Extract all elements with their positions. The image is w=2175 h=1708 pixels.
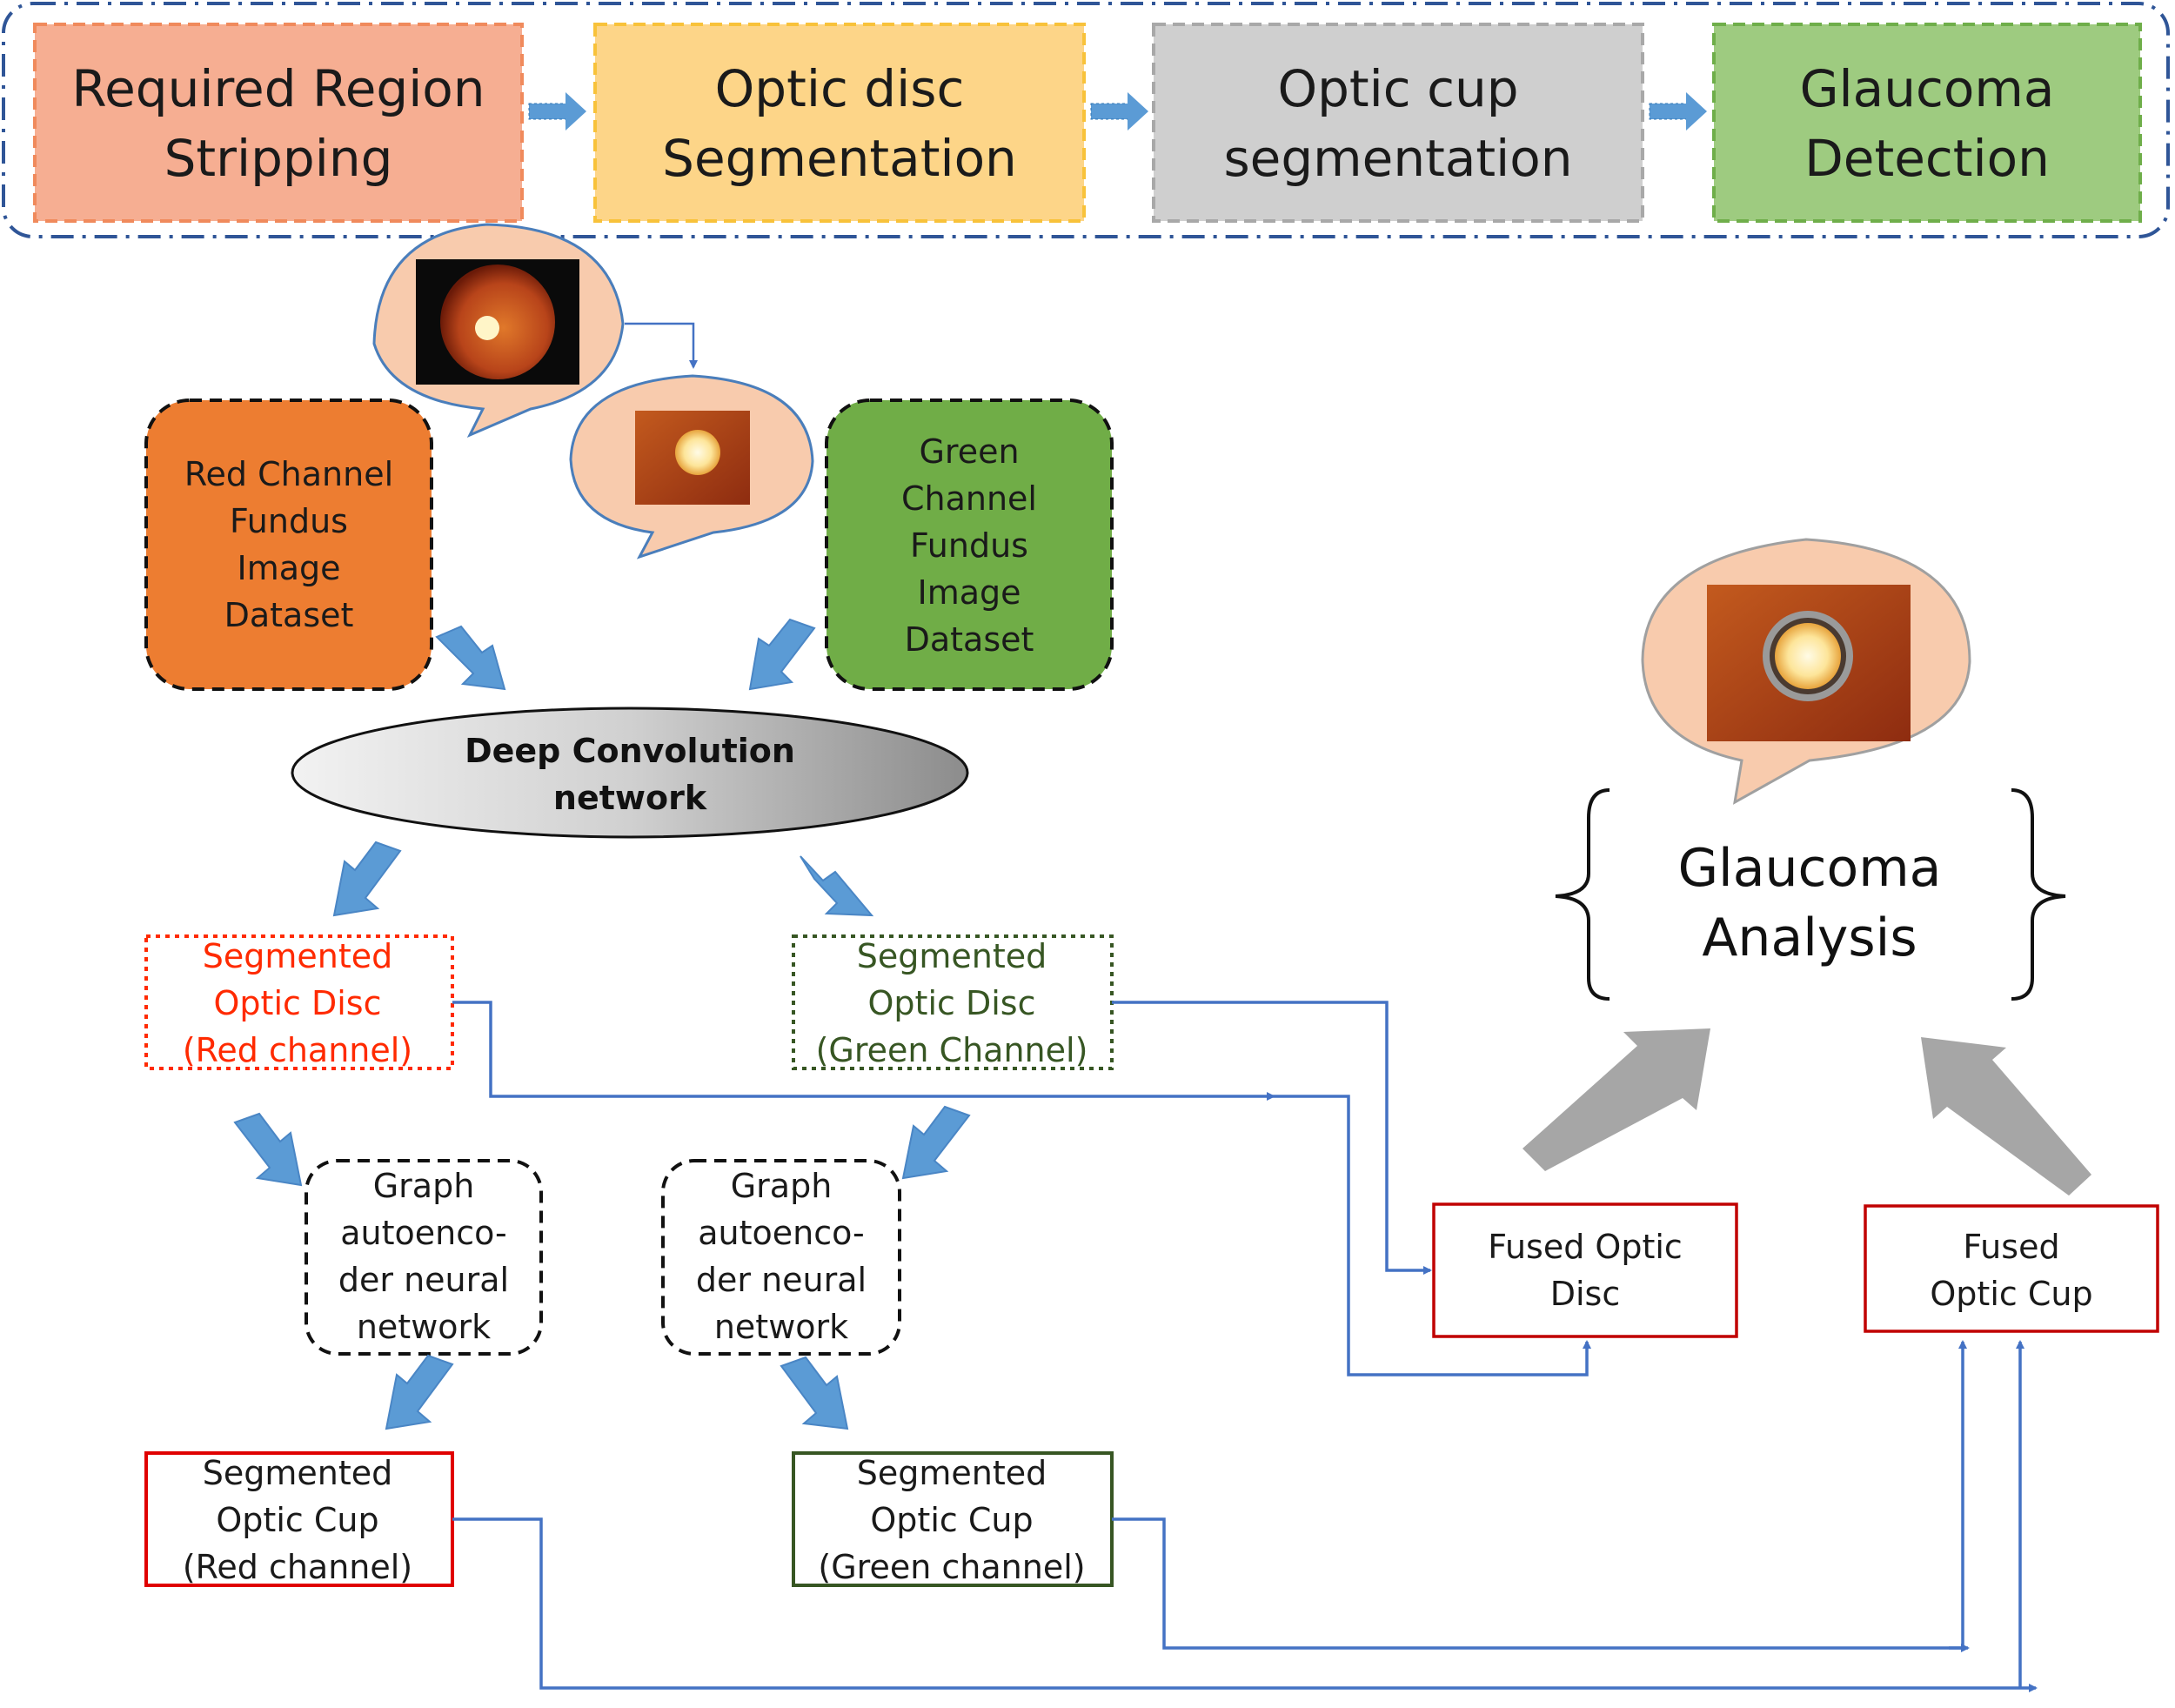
segmented-cup-label: (Green channel) [818,1548,1085,1586]
segmented-disc-label: Optic Disc [214,984,382,1022]
pipeline-stage-label: segmentation [1223,129,1572,188]
segmented-disc-red: Segmented Optic Disc (Red channel) [144,934,454,1070]
dataset-label: Fundus [910,526,1028,565]
pipeline-stage-label: Segmentation [662,129,1017,188]
segmented-disc-label: Segmented [857,937,1047,975]
pipeline-arrow-2 [1090,92,1148,131]
analysis-label: Analysis [1702,908,1917,968]
grey-arrow-cup-to-analysis [1921,1037,2091,1196]
gae-label: autoenco- [698,1214,865,1252]
flow-red-disc-to-fused-disc-tail [1274,1095,1591,1376]
flow-green-cup-route [1112,1517,1963,1650]
gae-label: autoenco- [340,1214,507,1252]
segmented-disc-label: (Red channel) [183,1031,412,1069]
gae-label: Graph [731,1167,833,1205]
dataset-label: Dataset [905,620,1034,659]
fused-optic-disc: Fused Optic Disc [1432,1202,1738,1338]
block-arrow-green-disc-to-gae [901,1105,971,1180]
block-arrow-red-to-network [435,625,506,691]
dataset-label: Fundus [230,502,348,540]
gae-right: Graph autoenco- der neural network [661,1159,901,1356]
fused-label: Disc [1550,1275,1621,1313]
block-arrow-gae-to-green-cup [780,1356,849,1430]
fused-optic-cup: Fused Optic Cup [1864,1204,2159,1333]
fused-label: Fused Optic [1488,1228,1683,1266]
pipeline-stage-label: Optic disc [715,59,965,118]
pipeline-stage-4: Glaucoma Detection [1712,23,2142,223]
pipeline-stage-label: Detection [1804,129,2050,188]
dataset-label: Image [237,549,340,587]
dataset-label: Channel [901,479,1037,518]
block-arrow-network-to-green-disc [800,855,874,917]
pipeline-stage-box [33,23,524,223]
pipeline-stage-label: Glaucoma [1800,59,2055,118]
segmented-cup-label: Optic Cup [216,1501,378,1539]
dataset-label: Dataset [224,596,354,634]
network-label: network [553,779,707,817]
dataset-label: Red Channel [184,455,393,493]
segmented-cup-label: Optic Cup [870,1501,1033,1539]
fundus-full-bubble [372,223,625,438]
flow-red-cup-route [452,1517,2038,1692]
gae-label: network [714,1308,848,1346]
bubble-connector [625,322,698,369]
analysis-bubble [1641,538,1971,805]
pipeline-stage-label: Stripping [164,129,393,188]
pipeline-stage-label: Optic cup [1277,59,1518,118]
segmented-disc-green: Segmented Optic Disc (Green Channel) [792,934,1114,1070]
fundus-crop-bubble [569,374,814,559]
dataset-label: Image [917,573,1021,612]
dataset-label: Green [919,432,1019,471]
analysis-brace-left [1555,788,1610,1001]
pipeline-stage-1: Required Region Stripping [33,23,524,223]
pipeline-stage-3: Optic cup segmentation [1152,23,1644,223]
gae-label: der neural [696,1261,867,1299]
pipeline-stage-box [593,23,1086,223]
gae-label: der neural [338,1261,509,1299]
pipeline-stage-box [1712,23,2142,223]
pipeline-stage-2: Optic disc Segmentation [593,23,1086,223]
gae-left: Graph autoenco- der neural network [304,1159,543,1356]
red-channel-dataset: Red Channel Fundus Image Dataset [144,399,433,691]
pipeline-arrow-1 [528,92,586,131]
gae-label: Graph [373,1167,475,1205]
fused-label: Optic Cup [1930,1275,2092,1313]
flow-green-disc-to-fused-disc [1112,1001,1432,1275]
block-arrow-gae-to-red-cup [385,1354,454,1430]
flow-green-cup-to-fused-cup-main [1112,1519,1963,1648]
pipeline-stage-box [1152,23,1644,223]
pipeline-stage-label: Required Region [71,59,485,118]
segmented-cup-green: Segmented Optic Cup (Green channel) [792,1451,1114,1587]
segmented-disc-label: Segmented [203,937,393,975]
analysis-label: Glaucoma [1678,838,1942,899]
fused-label: Fused [1963,1228,2059,1266]
pipeline-frame [2,2,2170,238]
deep-convolution-network: Deep Convolution network [291,707,969,839]
block-arrow-green-to-network [748,618,816,691]
grey-arrow-disc-to-analysis [1522,1028,1710,1171]
segmented-cup-label: Segmented [857,1454,1047,1492]
network-label: Deep Convolution [465,732,795,770]
flow-red-disc-to-fused-disc [452,1001,1275,1101]
segmented-cup-label: (Red channel) [183,1548,412,1586]
segmented-disc-label: Optic Disc [868,984,1036,1022]
block-arrow-network-to-red-disc [332,841,402,917]
pipeline-arrow-3 [1649,92,1707,131]
block-arrow-red-disc-to-gae [233,1112,303,1187]
segmented-cup-label: Segmented [203,1454,393,1492]
segmented-disc-label: (Green Channel) [816,1031,1088,1069]
segmented-cup-red: Segmented Optic Cup (Red channel) [144,1451,454,1587]
green-channel-dataset: Green Channel Fundus Image Dataset [825,399,1114,691]
analysis-brace-right [2011,788,2066,1001]
gae-label: network [357,1308,491,1346]
